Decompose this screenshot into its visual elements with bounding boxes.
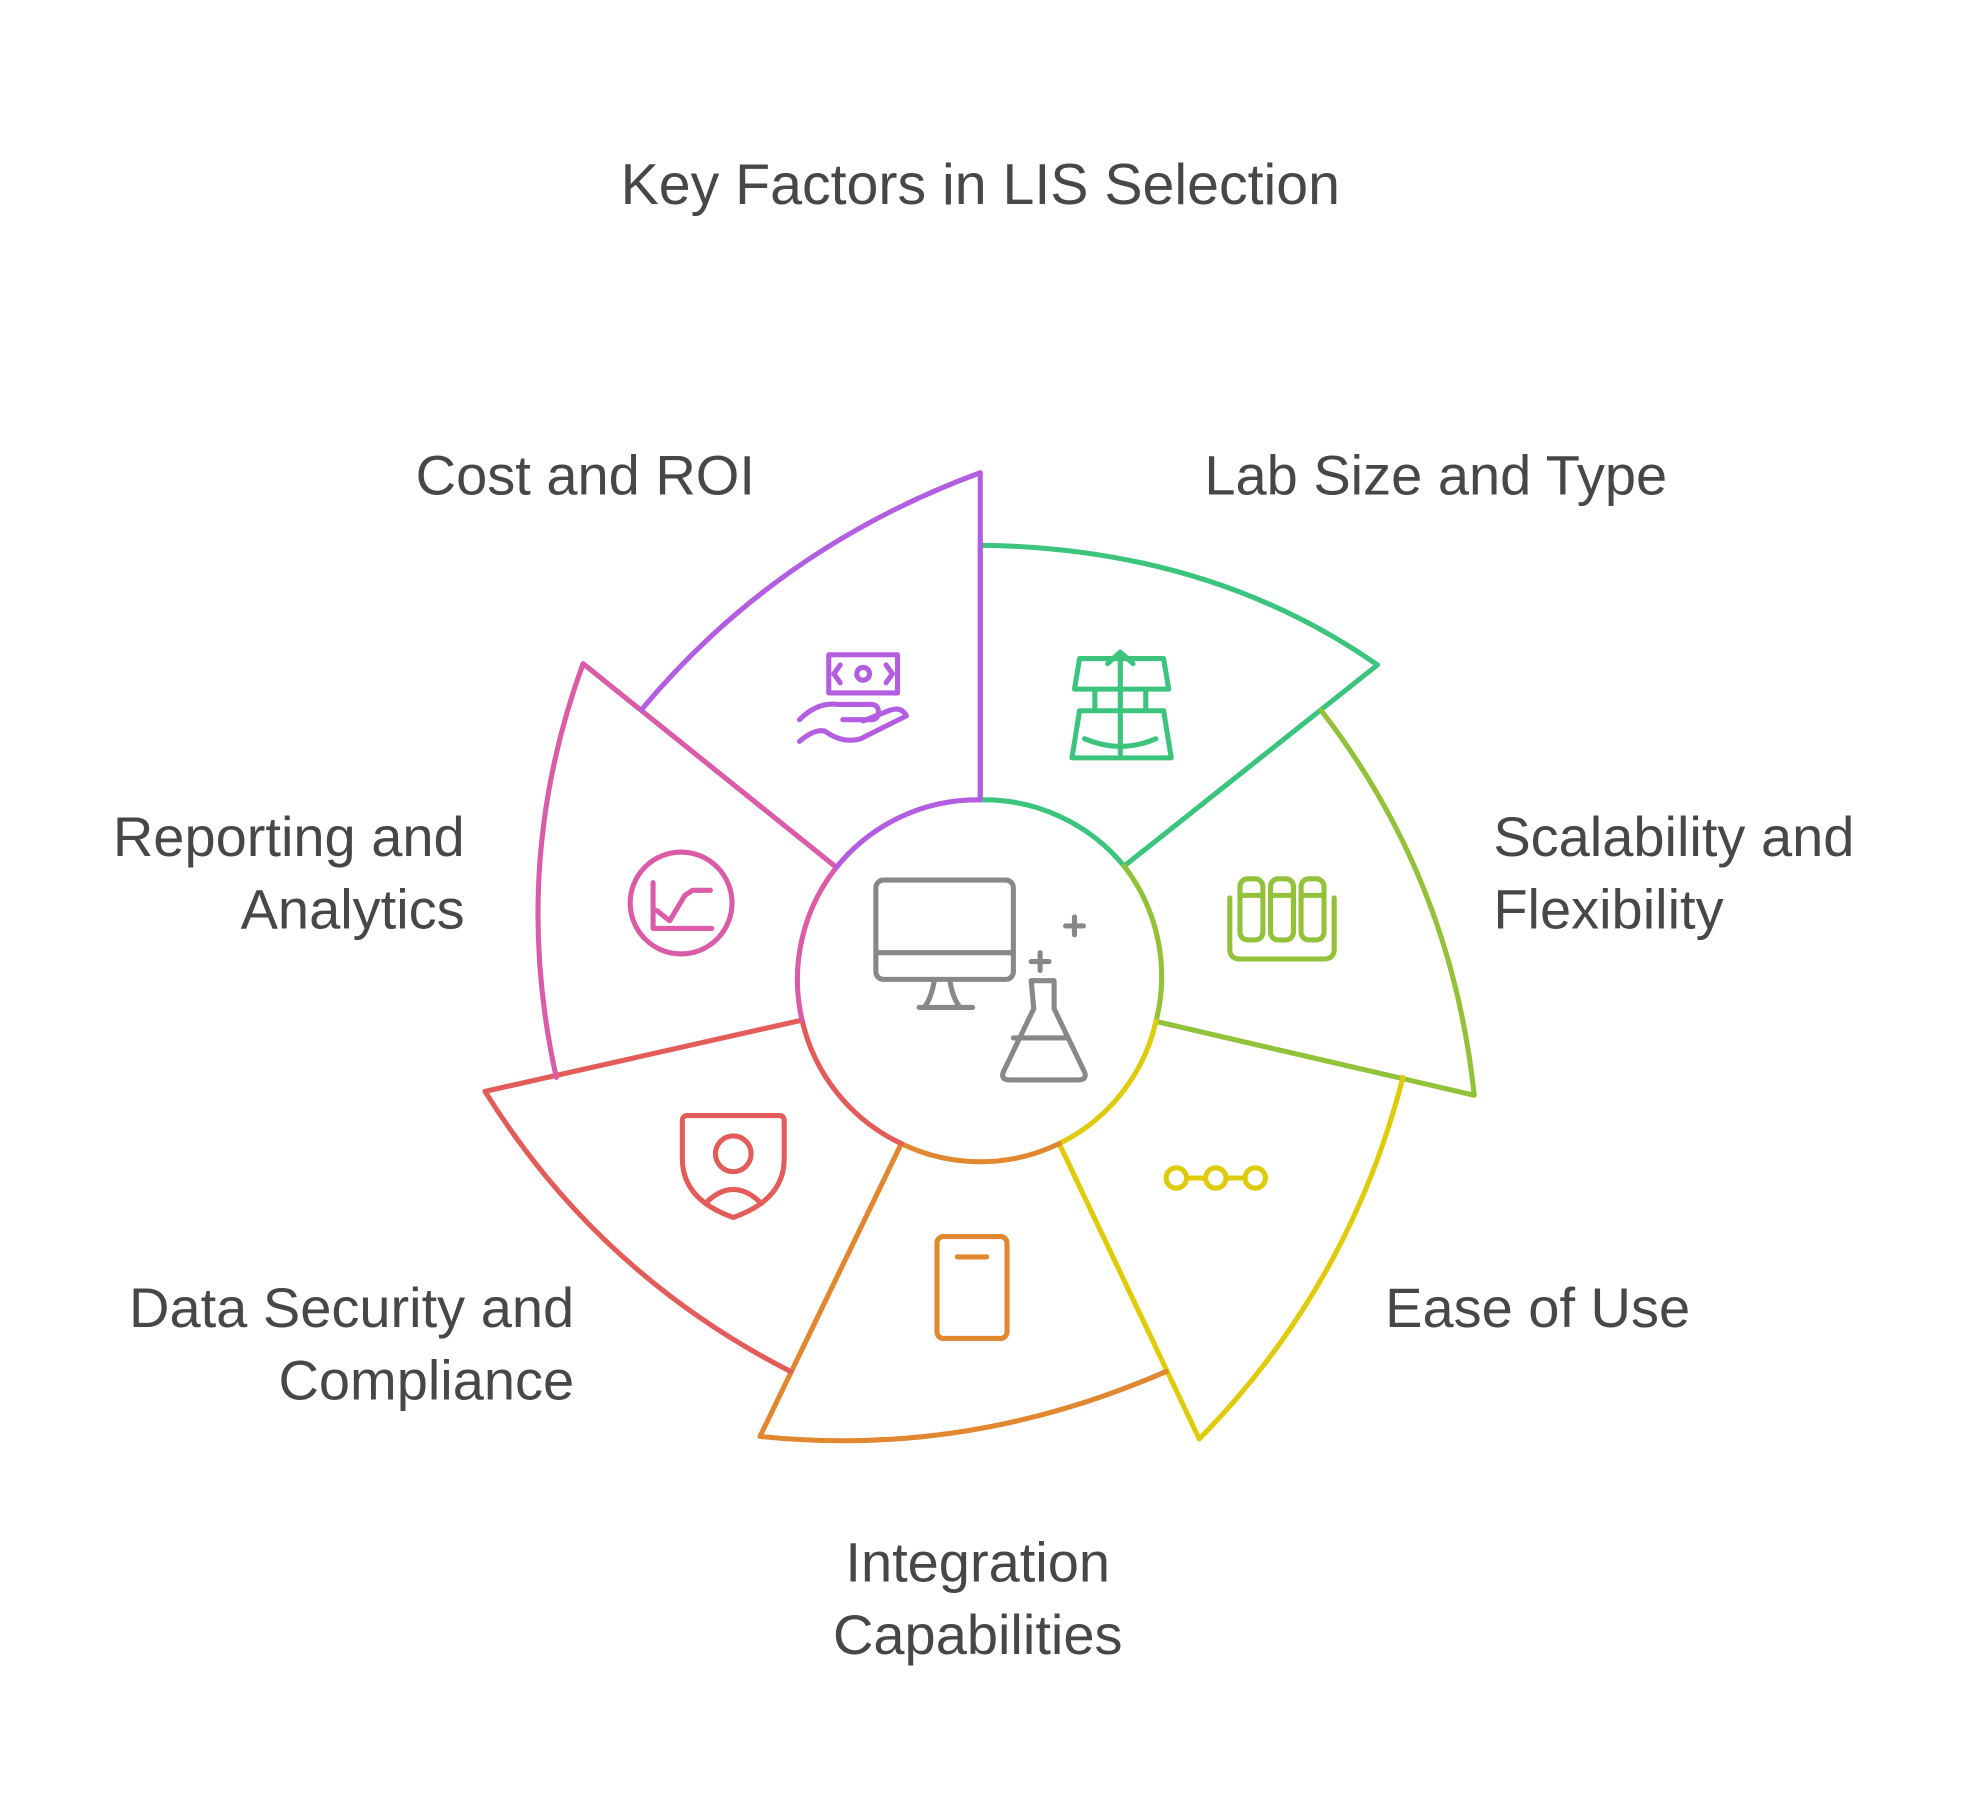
tablet-icon: [934, 1234, 1010, 1341]
segment-data-security: [482, 1017, 805, 1375]
computer-and-flask-icon: [873, 877, 1088, 1083]
segment-integration: [757, 1141, 1169, 1444]
label-ease-of-use: Ease of Use: [1385, 1276, 1690, 1339]
diagram-title: Key Factors in LIS Selection: [621, 153, 1340, 217]
chart-circle-icon: [627, 849, 735, 957]
segment-reporting: [535, 661, 839, 1080]
center-circle: [794, 797, 1165, 1165]
money-hand-icon: [796, 652, 909, 744]
shield-user-icon: [679, 1113, 787, 1220]
test-tubes-icon: [1227, 876, 1337, 962]
building-scale-icon: [1069, 649, 1174, 761]
label-lab-size: Lab Size and Type: [1204, 443, 1667, 506]
segment-ease-of-use: [1056, 1074, 1406, 1442]
connected-dots-icon: [1163, 1165, 1268, 1191]
segment-cost: [639, 470, 983, 803]
segment-scalability: [1153, 708, 1477, 1098]
label-cost: Cost and ROI: [416, 443, 755, 506]
segment-lab-size: [977, 542, 1381, 869]
